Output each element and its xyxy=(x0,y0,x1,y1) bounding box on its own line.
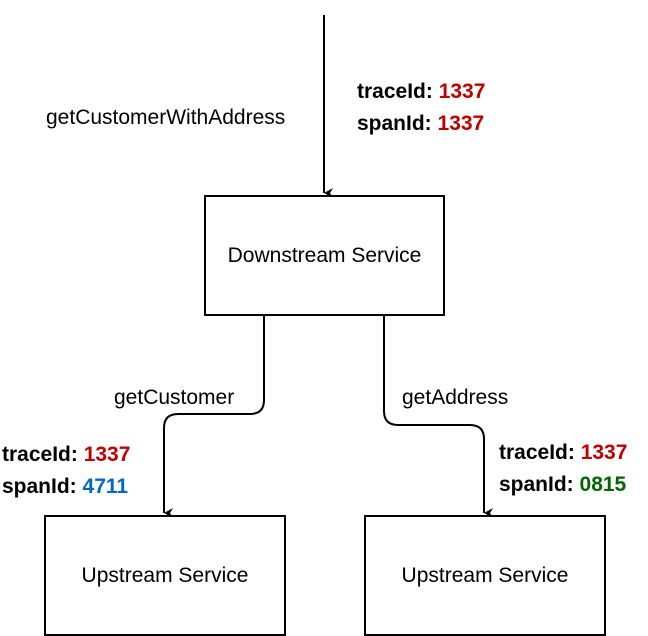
span-value: 0815 xyxy=(579,473,627,496)
upstream-service-left-label: Upstream Service xyxy=(81,563,249,587)
upstream-service-right-label: Upstream Service xyxy=(401,563,569,587)
left-span-line: spanId: 4711 xyxy=(2,471,130,503)
right-arrow xyxy=(383,316,493,518)
span-key: spanId: xyxy=(2,475,77,498)
trace-value: 1337 xyxy=(438,80,486,103)
incoming-ids: traceId: 1337 spanId: 1337 xyxy=(357,76,485,140)
upstream-service-left-node: Upstream Service xyxy=(44,515,286,636)
span-key: spanId: xyxy=(499,473,574,496)
trace-value: 1337 xyxy=(83,443,131,466)
right-span-line: spanId: 0815 xyxy=(499,469,627,501)
downstream-service-label: Downstream Service xyxy=(227,243,422,267)
trace-key: traceId: xyxy=(2,443,78,466)
span-value: 4711 xyxy=(82,475,129,498)
span-key: spanId: xyxy=(357,112,432,135)
left-arrow xyxy=(163,316,265,518)
trace-key: traceId: xyxy=(357,80,433,103)
trace-key: traceId: xyxy=(499,441,575,464)
left-ids: traceId: 1337 spanId: 4711 xyxy=(2,439,130,503)
upstream-service-right-node: Upstream Service xyxy=(364,515,606,636)
right-trace-line: traceId: 1337 xyxy=(499,437,627,469)
downstream-service-node: Downstream Service xyxy=(204,195,445,316)
left-edge-label: getCustomer xyxy=(114,386,235,410)
incoming-span-line: spanId: 1337 xyxy=(357,108,485,140)
incoming-edge-label: getCustomerWithAddress xyxy=(46,106,286,130)
trace-value: 1337 xyxy=(580,441,628,464)
span-value: 1337 xyxy=(437,112,485,135)
left-trace-line: traceId: 1337 xyxy=(2,439,130,471)
right-edge-label: getAddress xyxy=(402,386,509,410)
right-ids: traceId: 1337 spanId: 0815 xyxy=(499,437,627,501)
incoming-trace-line: traceId: 1337 xyxy=(357,76,485,108)
